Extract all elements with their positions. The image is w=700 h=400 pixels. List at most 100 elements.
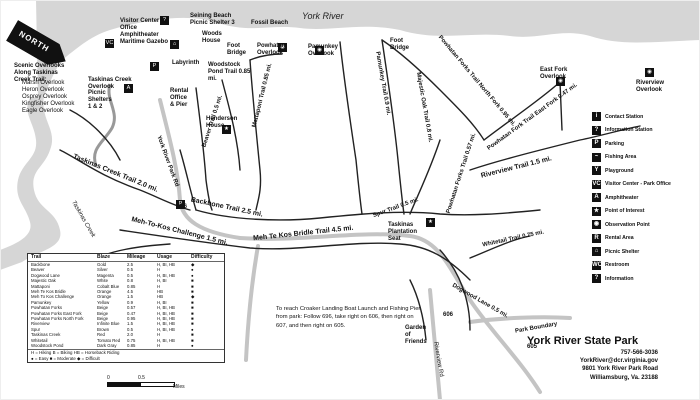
cell-difficulty: ●: [191, 326, 194, 332]
cell-mileage: 0.47: [127, 310, 136, 316]
cell-trail: Mattaponi: [31, 283, 50, 289]
cell-usage: H: [157, 267, 161, 273]
cell-mileage: 4.5: [127, 289, 133, 295]
contact-address-line2: Williamsburg, Va. 23188: [590, 374, 658, 381]
cell-difficulty: ■: [191, 299, 194, 305]
foot-bridge-2-label: Foot Bridge: [390, 38, 410, 51]
cell-trail: Meh Te Kos Bridle: [31, 289, 66, 295]
legend-label: Rental Area: [605, 235, 634, 242]
foot-bridge-label: Foot Bridge: [227, 43, 247, 56]
cell-blaze: Silver: [97, 267, 108, 273]
cell-blaze: Dark Gray: [97, 343, 117, 349]
cell-usage: H, BI, HB: [157, 305, 175, 311]
legend-label: Amphitheater: [605, 194, 639, 201]
point-of-interest-icon: ★: [222, 125, 231, 134]
legend-label: Information: [605, 275, 634, 282]
legend-item: VC Visitor Center - Park Office: [592, 178, 692, 192]
information-icon: ?: [592, 274, 601, 284]
cell-blaze: Orange: [97, 289, 112, 295]
cell-difficulty: ■: [191, 305, 194, 311]
cell-mileage: 0.95: [127, 316, 136, 322]
information-icon: ?: [160, 16, 169, 25]
woods-house-label: Woods House: [202, 31, 222, 44]
amphitheater-icon: A: [592, 193, 601, 203]
taskinas-creek-overlook-label: Taskinas Creek Overlook: [88, 77, 132, 90]
contact-block: 757-566-3036 YorkRiver@dcr.virginia.gov …: [540, 349, 658, 382]
fossil-beach-label: Fossil Beach: [251, 20, 289, 26]
cell-difficulty: ■: [191, 321, 194, 327]
cell-difficulty: ◆: [191, 262, 195, 267]
col-trail: Trail: [31, 254, 42, 260]
cell-mileage: 0.8: [127, 278, 133, 284]
scenic-item: Osprey Overlook: [22, 94, 68, 100]
cell-usage: H, BI, HB: [157, 316, 175, 322]
henderson-house-label: Henderson House: [206, 116, 238, 129]
parking-icon: P: [176, 200, 185, 209]
cell-blaze: Beige: [97, 316, 108, 322]
cell-mileage: 2.0: [127, 332, 133, 338]
observation-point-icon: ◉: [645, 68, 654, 77]
powhatan-overlook-label: Powhatan Overlook: [257, 43, 286, 56]
cell-mileage: 0.5: [127, 272, 133, 278]
usage-key: H = Hiking B = Biking HB = Horseback Rid…: [28, 348, 224, 356]
cell-usage: H: [157, 283, 161, 289]
col-usage: Usage: [157, 254, 173, 260]
cell-difficulty: ●: [191, 272, 194, 278]
col-mileage: Mileage: [127, 254, 146, 260]
legend-label: Visitor Center - Park Office: [605, 181, 671, 188]
scale-half: 0.5: [138, 375, 145, 381]
cell-mileage: 1.5: [127, 294, 133, 300]
cell-usage: H, BI, HB: [157, 337, 175, 343]
visitor-center-label: Visitor Center - Office Amphitheater Mar…: [120, 18, 169, 45]
cell-mileage: 0.85: [127, 343, 136, 349]
scenic-item: Heron Overlook: [22, 87, 65, 93]
cell-trail: Pamunkey: [31, 299, 52, 305]
cell-usage: H, BI, HB: [157, 321, 175, 327]
scenic-overlooks-title: Scenic Overlooks Along Taskinas Creek Tr…: [14, 63, 65, 83]
cell-trail: Majestic Oak: [31, 278, 56, 284]
river-label: York River: [302, 11, 344, 21]
cell-difficulty: ■: [191, 316, 194, 322]
cell-usage: H, BI: [157, 299, 167, 305]
legend-item: ? Information: [592, 272, 692, 286]
visitor-center-icon: VC: [592, 179, 601, 189]
amphitheater-icon: A: [124, 84, 133, 93]
legend-item: ?Information Station: [592, 124, 692, 138]
seining-beach-label: Seining Beach Picnic Shelter 3: [190, 13, 235, 26]
contact-email[interactable]: YorkRiver@dcr.virginia.gov: [579, 358, 658, 365]
legend-item: ★Point of Interest: [592, 205, 692, 219]
cell-usage: H, BI, HB: [157, 326, 175, 332]
scale-graphic: [107, 382, 175, 387]
legend-label: Restroom: [605, 262, 630, 269]
information-station-icon: ?: [592, 125, 601, 135]
legend-item: ~Fishing Area: [592, 151, 692, 165]
cell-mileage: 0.9: [127, 299, 133, 305]
east-fork-overlook-label: East Fork Overlook: [540, 67, 568, 80]
cell-mileage: 0.75: [127, 337, 136, 343]
scale-unit: Miles: [173, 384, 185, 390]
taskinas-plantation-label: Taskinas Plantation Seat: [388, 222, 418, 242]
cell-blaze: Magenta: [97, 272, 114, 278]
taskinas-creek-water: [0, 96, 61, 270]
cell-blaze: Gold: [97, 262, 107, 267]
cell-difficulty: ●: [191, 267, 194, 273]
cell-trail: Taskinas Creek: [31, 332, 61, 338]
cell-blaze: Orange: [97, 294, 112, 300]
north-arrow: NORTH: [6, 20, 73, 73]
croaker-landing-note: To reach Croaker Landing Boat Launch and…: [276, 306, 421, 329]
cell-usage: H, BI, HB: [157, 272, 175, 278]
